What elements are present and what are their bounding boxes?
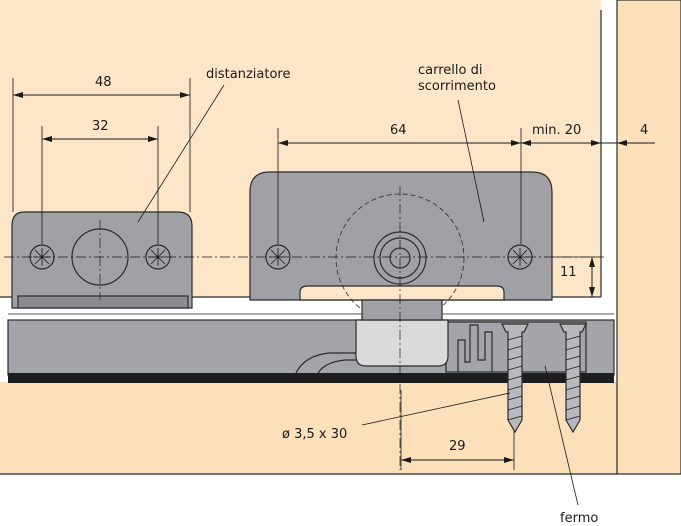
rail-inner-arc xyxy=(295,352,360,374)
screw-left-thread xyxy=(507,335,523,421)
dim-label-11: 11 xyxy=(560,265,577,280)
leader-screw xyxy=(361,392,511,426)
screw-right-thread xyxy=(565,335,581,421)
spacer-lower-notch xyxy=(17,295,189,309)
dimension-min20 xyxy=(521,140,601,146)
stop-clip xyxy=(457,324,493,372)
carriage-screw-right-cross xyxy=(511,248,529,266)
dimension-29 xyxy=(401,457,514,463)
dimension-11 xyxy=(589,257,595,297)
side-wood-panel xyxy=(616,0,681,475)
label-screw: ø 3,5 x 30 xyxy=(282,427,347,442)
dimension-32 xyxy=(42,136,158,142)
spacer-plate xyxy=(11,211,193,309)
dim-label-64: 64 xyxy=(390,123,407,138)
dim-label-4: 4 xyxy=(640,123,648,138)
leader-spacer xyxy=(137,84,225,223)
leader-stop xyxy=(544,365,579,506)
dimension-48 xyxy=(13,92,190,98)
rail-black-strip xyxy=(8,373,614,383)
label-stop: fermo xyxy=(560,511,598,526)
carriage-plate xyxy=(249,171,553,301)
carriage-wheel-insert xyxy=(355,319,449,367)
label-carriage-line2: scorrimento xyxy=(418,79,496,94)
label-carriage-line1: carrello di xyxy=(418,63,482,78)
dim-label-min20: min. 20 xyxy=(532,123,581,138)
dim-label-32: 32 xyxy=(92,119,109,134)
carriage-wheel-neck xyxy=(361,299,443,321)
rail-inner-arc-2 xyxy=(317,359,360,374)
leader-carriage xyxy=(457,99,485,223)
carriage-lower-cut xyxy=(299,285,505,301)
dimension-4 xyxy=(601,140,655,146)
dim-label-29: 29 xyxy=(449,439,466,454)
dim-label-48: 48 xyxy=(95,75,112,90)
dimension-64 xyxy=(278,140,521,146)
label-spacer: distanziatore xyxy=(206,67,290,82)
